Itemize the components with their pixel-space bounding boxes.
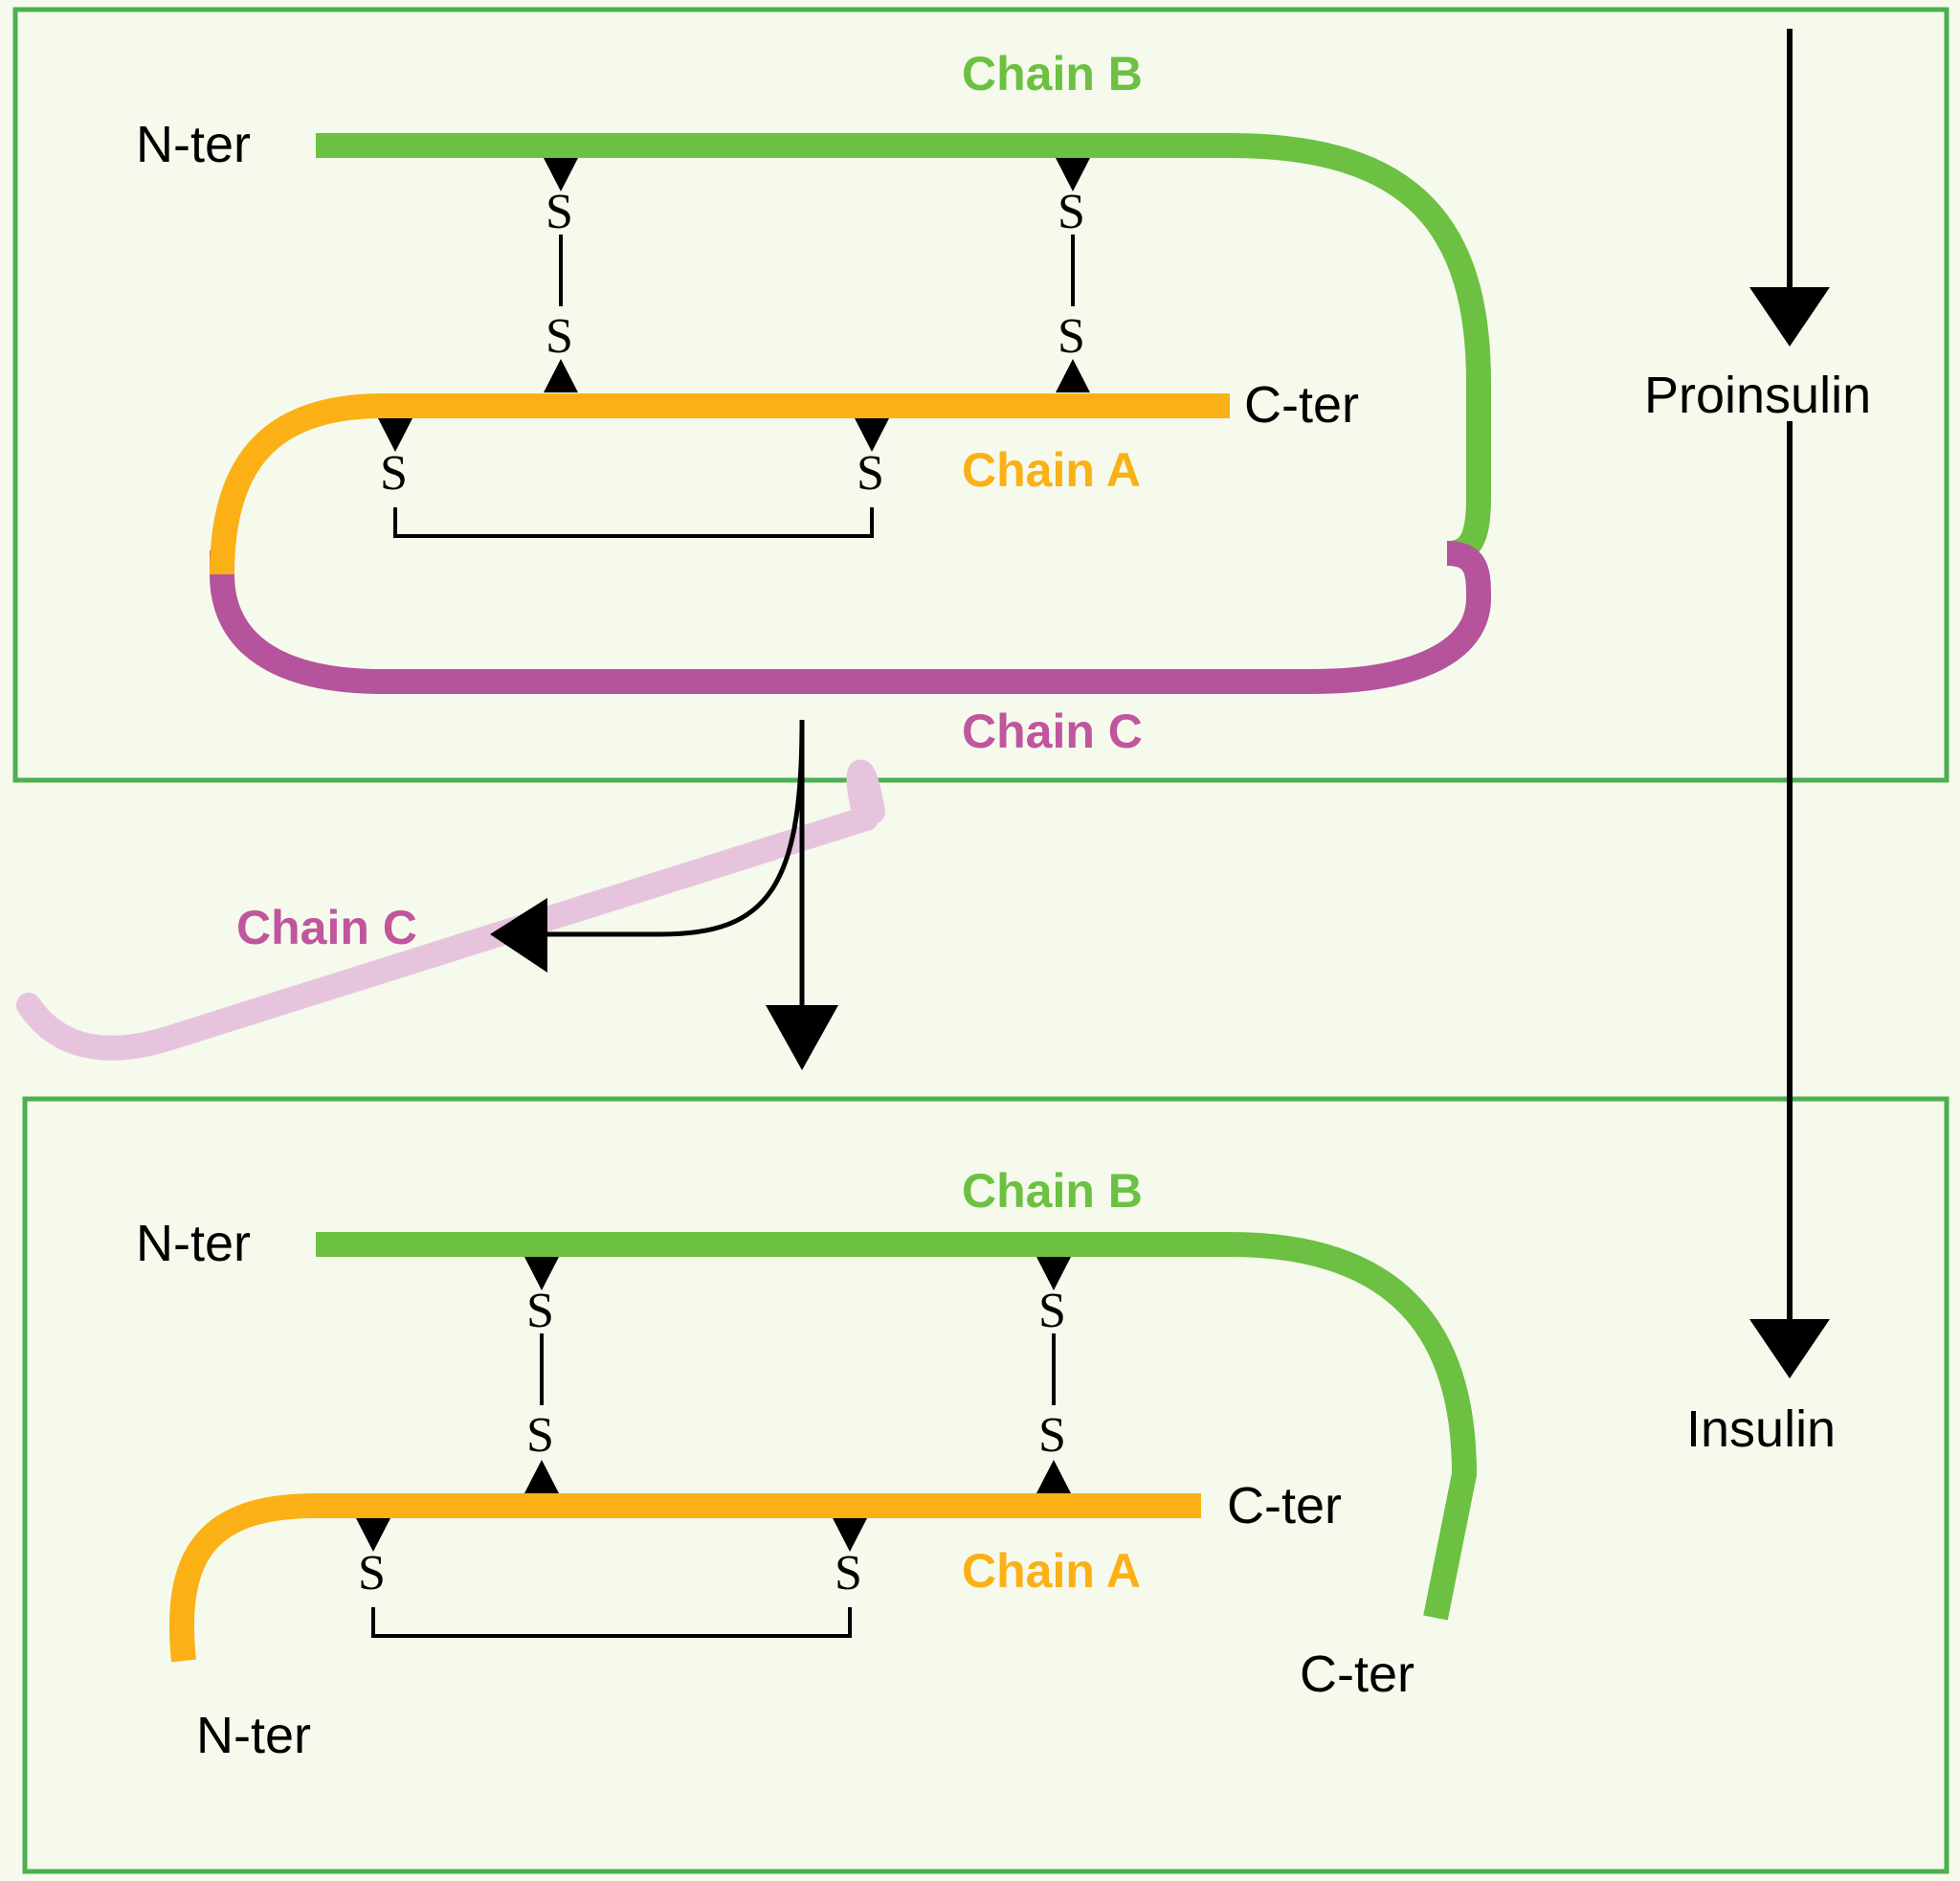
- sulfur-atom-b1-top: S: [546, 185, 573, 239]
- sulfur-atom-a1-bottom: S: [526, 1408, 554, 1463]
- sulfur-atom-a-intra-right-bottom: S: [835, 1546, 862, 1601]
- sulfur-atom-b1-bottom: S: [526, 1284, 554, 1338]
- chain-b-backbone-bottom: [316, 1232, 1478, 1621]
- disulfide-bond-inter-2-top: [1056, 158, 1090, 392]
- chain-c-backbone-top: [210, 541, 1492, 694]
- released-chain-c-ribbon: [16, 806, 879, 1061]
- chain-b-label-bottom: Chain B: [962, 1164, 1143, 1218]
- c-terminus-label-chain-b-bottom: C-ter: [1300, 1646, 1414, 1703]
- sulfur-atom-a-intra-right-top: S: [857, 446, 884, 501]
- chain-a-label-bottom: Chain A: [962, 1544, 1142, 1598]
- pathway-step-proinsulin-label: Proinsulin: [1644, 367, 1872, 424]
- chain-a-backbone-top: [210, 393, 1230, 575]
- disulfide-bond-intra-a-top: [378, 418, 889, 538]
- c-terminus-label-chain-a-bottom: C-ter: [1227, 1477, 1342, 1534]
- sulfur-atom-a-intra-left-bottom: S: [358, 1546, 386, 1601]
- center-flow-arrow-head: [766, 1005, 838, 1070]
- chain-a-backbone-bottom: [168, 1493, 1201, 1663]
- disulfide-bond-inter-1-bottom: [524, 1257, 559, 1493]
- chain-c-label-top: Chain C: [962, 705, 1143, 758]
- sulfur-atom-b2-top: S: [1058, 185, 1085, 239]
- disulfide-bond-inter-1-top: [544, 158, 578, 392]
- released-chain-c-ribbon-tail: [846, 759, 885, 831]
- chain-a-label-top: Chain A: [962, 443, 1142, 497]
- cleavage-branch-arrow-head: [490, 898, 547, 973]
- n-terminus-label-chain-b-top: N-ter: [136, 116, 251, 173]
- n-terminus-label-chain-a-bottom: N-ter: [196, 1707, 311, 1764]
- sulfur-atom-a1-top: S: [546, 309, 573, 364]
- disulfide-bond-inter-2-bottom: [1036, 1257, 1071, 1493]
- chain-b-backbone-top: [316, 133, 1491, 566]
- chain-b-label-top: Chain B: [962, 47, 1143, 101]
- sulfur-atom-a2-top: S: [1058, 309, 1085, 364]
- sulfur-atom-b2-bottom: S: [1038, 1284, 1066, 1338]
- released-chain-c-label: Chain C: [236, 901, 417, 954]
- pathway-step-insulin-label: Insulin: [1686, 1400, 1837, 1458]
- insulin-panel-border: [22, 1096, 1949, 1874]
- n-terminus-label-chain-b-bottom: N-ter: [136, 1215, 251, 1272]
- pathway-arrow-1-head: [1749, 287, 1830, 347]
- pathway-arrow-2-head: [1749, 1319, 1830, 1378]
- sulfur-atom-a2-bottom: S: [1038, 1408, 1066, 1463]
- sulfur-atom-a-intra-left-top: S: [380, 446, 408, 501]
- c-terminus-label-chain-a-top: C-ter: [1244, 376, 1359, 434]
- proinsulin-panel-border: [12, 7, 1949, 783]
- disulfide-bond-intra-a-bottom: [356, 1518, 867, 1638]
